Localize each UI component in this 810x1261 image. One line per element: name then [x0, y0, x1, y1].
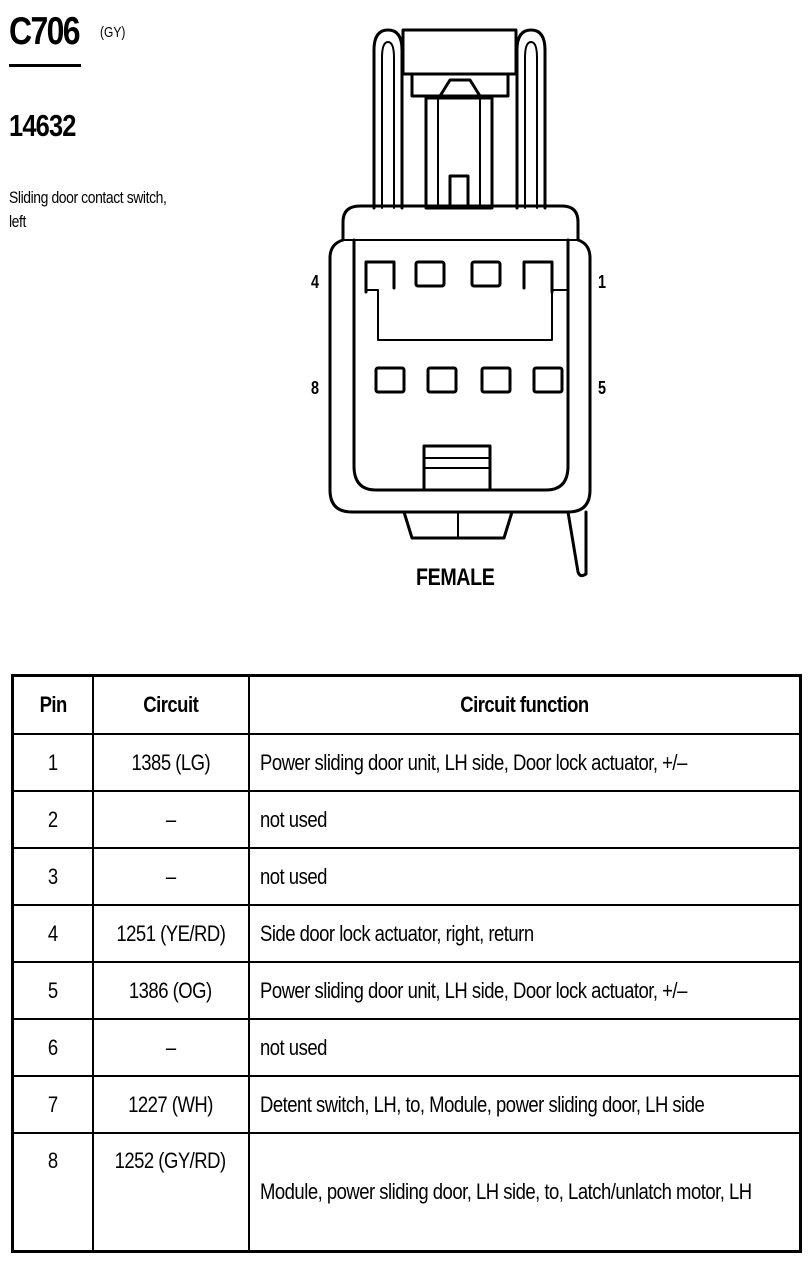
function-cell: Side door lock actuator, right, return — [247, 904, 802, 963]
function-cell: Power sliding door unit, LH side, Door l… — [247, 961, 802, 1020]
function-cell: Module, power sliding door, LH side, to,… — [247, 1132, 802, 1253]
connector-gender-label: FEMALE — [416, 564, 495, 591]
table-row: 3 – not used — [11, 847, 802, 906]
function-cell: not used — [247, 790, 802, 849]
pin-cell: 6 — [11, 1018, 94, 1077]
part-number: 14632 — [9, 108, 76, 143]
pin-cell: 3 — [11, 847, 94, 906]
pin-label-8: 8 — [311, 378, 320, 398]
table-row: 6 – not used — [11, 1018, 802, 1077]
circuit-cell: – — [91, 790, 250, 849]
column-header-pin: Pin — [11, 674, 94, 735]
pin-label-4: 4 — [311, 272, 320, 292]
table-row: 2 – not used — [11, 790, 802, 849]
circuit-cell: 1385 (LG) — [91, 733, 250, 792]
table-row: 7 1227 (WH) Detent switch, LH, to, Modul… — [11, 1075, 802, 1134]
connector-id: C706 — [9, 10, 81, 53]
function-cell: Detent switch, LH, to, Module, power sli… — [247, 1075, 802, 1134]
function-cell: Power sliding door unit, LH side, Door l… — [247, 733, 802, 792]
pin-cell: 4 — [11, 904, 94, 963]
connector-housing — [328, 204, 592, 578]
function-cell: not used — [247, 1018, 802, 1077]
connector-face-diagram — [328, 28, 592, 578]
pin-cavities-top-row — [364, 260, 554, 294]
title-underline — [9, 64, 81, 67]
column-header-circuit-function: Circuit function — [247, 674, 802, 735]
pin-cavities-bottom-row — [374, 366, 564, 394]
circuit-cell: 1251 (YE/RD) — [91, 904, 250, 963]
pinout-table: Pin Circuit Circuit function 1 1385 (LG)… — [11, 674, 802, 1253]
table-header-row: Pin Circuit Circuit function — [11, 674, 802, 735]
table-row: 4 1251 (YE/RD) Side door lock actuator, … — [11, 904, 802, 963]
pin-cell: 7 — [11, 1075, 94, 1134]
pin-cell: 1 — [11, 733, 94, 792]
circuit-cell: 1252 (GY/RD) — [91, 1132, 250, 1253]
circuit-cell: – — [91, 847, 250, 906]
locking-tab — [372, 28, 547, 210]
pin-cell: 8 — [11, 1132, 94, 1253]
pin-label-5: 5 — [598, 378, 607, 398]
table-row: 8 1252 (GY/RD) Module, power sliding doo… — [11, 1132, 802, 1253]
column-header-circuit: Circuit — [91, 674, 250, 735]
connector-description: Sliding door contact switch, left — [9, 188, 167, 231]
pin-label-1: 1 — [598, 272, 607, 292]
table-row: 5 1386 (OG) Power sliding door unit, LH … — [11, 961, 802, 1020]
pin-cell: 2 — [11, 790, 94, 849]
table-row: 1 1385 (LG) Power sliding door unit, LH … — [11, 733, 802, 792]
circuit-cell: 1386 (OG) — [91, 961, 250, 1020]
pin-cell: 5 — [11, 961, 94, 1020]
connector-color: (GY) — [100, 24, 126, 41]
circuit-cell: – — [91, 1018, 250, 1077]
circuit-cell: 1227 (WH) — [91, 1075, 250, 1134]
function-cell: not used — [247, 847, 802, 906]
